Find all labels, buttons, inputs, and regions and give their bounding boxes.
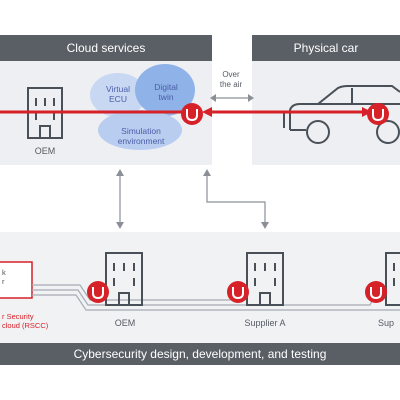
network-lines bbox=[32, 284, 400, 311]
supplier-a-label: Supplier A bbox=[244, 318, 286, 328]
arrow-down-icon bbox=[116, 222, 124, 229]
virtual-ecu-label: Virtual ECU bbox=[106, 84, 130, 104]
security-tool-label: k r bbox=[2, 268, 6, 286]
security-cloud-caption: r Security cloud (RSCC) bbox=[2, 312, 49, 330]
simulation-environment-label: Simulation environment bbox=[117, 126, 165, 146]
red-arrowhead-icon bbox=[362, 107, 372, 117]
connector-arrow bbox=[206, 172, 266, 226]
bottom-oem-label: OEM bbox=[114, 318, 136, 328]
arrow-up-icon bbox=[116, 169, 124, 176]
over-the-air-label: Over the air bbox=[219, 70, 243, 89]
security-badge-icon bbox=[87, 281, 109, 303]
digital-twin-label: Digital twin bbox=[154, 82, 178, 102]
arrow-left-icon bbox=[210, 94, 216, 102]
physical-car-header: Physical car bbox=[252, 35, 400, 61]
security-badge-icon bbox=[227, 281, 249, 303]
development-panel bbox=[0, 232, 400, 344]
arrow-right-icon bbox=[248, 94, 254, 102]
supplier-building-icon bbox=[385, 252, 400, 306]
oem-label: OEM bbox=[34, 146, 56, 156]
security-badge-icon bbox=[365, 281, 387, 303]
oem-building-icon bbox=[105, 252, 143, 306]
security-badge-icon bbox=[367, 103, 389, 125]
cloud-shape bbox=[90, 64, 195, 150]
arrow-up-icon bbox=[203, 169, 211, 176]
footer-banner: Cybersecurity design, development, and t… bbox=[0, 343, 400, 365]
security-cloud-box bbox=[0, 261, 33, 299]
arrow-down-icon bbox=[261, 222, 269, 229]
car-icon bbox=[283, 85, 400, 144]
cloud-services-header: Cloud services bbox=[0, 35, 212, 61]
security-badge-icon bbox=[181, 103, 203, 125]
supplier-b-label: Sup bbox=[378, 318, 395, 328]
supplier-building-icon bbox=[246, 252, 284, 306]
red-arrowhead-icon bbox=[202, 107, 212, 117]
